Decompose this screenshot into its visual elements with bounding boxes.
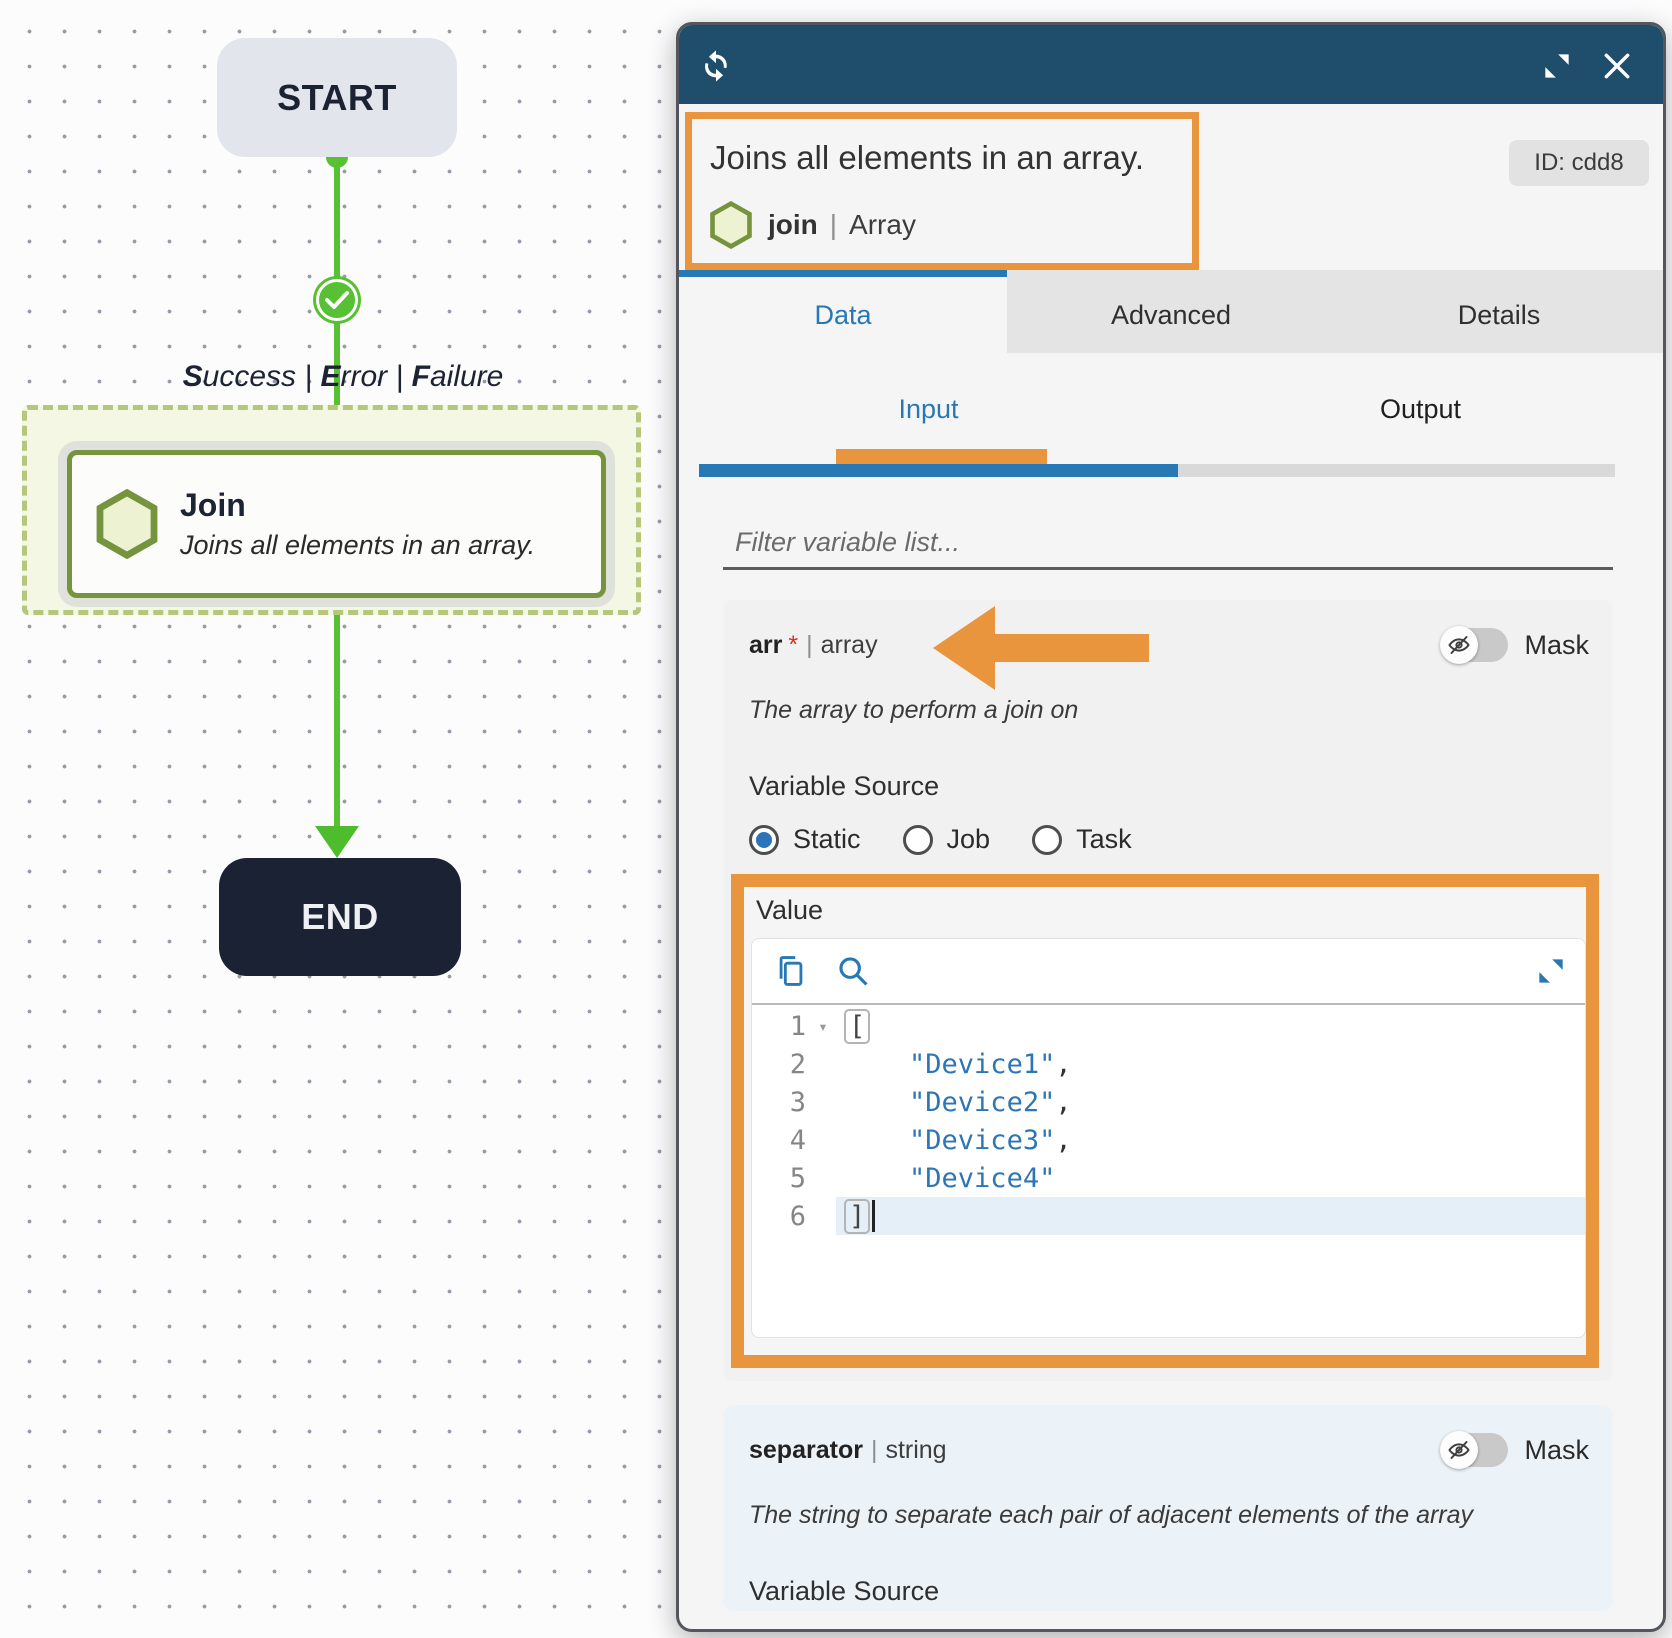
task-divider: | bbox=[830, 209, 837, 241]
hexagon-icon bbox=[710, 201, 752, 249]
output-tab-indicator-track bbox=[1178, 464, 1615, 477]
expand-editor-icon[interactable] bbox=[1537, 957, 1565, 985]
close-icon[interactable] bbox=[1601, 50, 1633, 82]
join-node-subtitle: Joins all elements in an array. bbox=[180, 530, 535, 561]
filter-field bbox=[723, 517, 1613, 570]
line-number: 1 bbox=[752, 1011, 810, 1042]
variable-source-options: Static Job Task bbox=[723, 802, 1613, 855]
line-content[interactable]: [ bbox=[836, 1007, 1585, 1045]
annotation-arrow-icon bbox=[933, 606, 995, 690]
radio-job[interactable]: Job bbox=[903, 824, 991, 855]
start-node[interactable]: START bbox=[217, 38, 457, 157]
eye-off-icon bbox=[1447, 1438, 1471, 1462]
search-icon[interactable] bbox=[836, 954, 870, 988]
field-name: arr bbox=[749, 631, 782, 660]
value-label: Value bbox=[756, 895, 823, 926]
mask-label: Mask bbox=[1524, 1435, 1589, 1466]
line-content[interactable]: ] bbox=[836, 1197, 1585, 1235]
task-name: join bbox=[768, 209, 818, 241]
eye-off-icon bbox=[1447, 633, 1471, 657]
input-tab-active-indicator bbox=[699, 464, 1178, 477]
start-node-label: START bbox=[277, 77, 397, 119]
panel-title: Joins all elements in an array. bbox=[710, 139, 1174, 177]
json-code-editor[interactable]: 1▾[2 "Device1",3 "Device2",4 "Device3",5… bbox=[751, 938, 1586, 1338]
radio-static[interactable]: Static bbox=[749, 824, 861, 855]
code-line[interactable]: 2 "Device1", bbox=[752, 1045, 1585, 1083]
variable-source-label: Variable Source bbox=[723, 1530, 1613, 1607]
field-card-separator: separator | string Mask bbox=[723, 1405, 1613, 1611]
field-type: array bbox=[821, 631, 878, 660]
subtab-input[interactable]: Input bbox=[679, 369, 1178, 449]
editor-toolbar bbox=[752, 939, 1585, 1005]
code-line[interactable]: 6] bbox=[752, 1197, 1585, 1235]
end-node-label: END bbox=[301, 896, 379, 938]
variable-source-label: Variable Source bbox=[723, 725, 1613, 802]
input-tab-annotation-bar bbox=[836, 449, 1047, 464]
line-content[interactable]: "Device1", bbox=[836, 1045, 1585, 1083]
mask-toggle[interactable] bbox=[1442, 628, 1508, 662]
line-number: 6 bbox=[752, 1201, 810, 1232]
value-annotation-box: Value bbox=[731, 874, 1599, 1368]
tab-advanced[interactable]: Advanced bbox=[1007, 270, 1335, 353]
radio-task[interactable]: Task bbox=[1032, 824, 1132, 855]
annotation-arrow-shaft bbox=[995, 634, 1149, 662]
end-node[interactable]: END bbox=[219, 858, 461, 976]
transition-success-icon[interactable] bbox=[313, 276, 361, 324]
join-node[interactable]: Join Joins all elements in an array. bbox=[67, 450, 606, 598]
hexagon-icon bbox=[96, 489, 158, 559]
required-asterisk: * bbox=[788, 631, 798, 660]
task-id-badge: ID: cdd8 bbox=[1509, 140, 1649, 186]
join-node-title: Join bbox=[180, 487, 535, 524]
filter-variable-input[interactable] bbox=[723, 517, 1613, 567]
panel-header bbox=[679, 25, 1663, 104]
fold-caret-icon[interactable]: ▾ bbox=[810, 1017, 836, 1036]
code-line[interactable]: 5 "Device4" bbox=[752, 1159, 1585, 1197]
refresh-icon[interactable] bbox=[699, 49, 733, 83]
line-number: 2 bbox=[752, 1049, 810, 1080]
line-number: 3 bbox=[752, 1087, 810, 1118]
code-line[interactable]: 4 "Device3", bbox=[752, 1121, 1585, 1159]
task-category: Array bbox=[849, 209, 916, 241]
arrowhead-into-end bbox=[315, 826, 359, 858]
task-title-annotation-box: Joins all elements in an array. join | A… bbox=[685, 112, 1199, 270]
field-type: string bbox=[885, 1436, 946, 1465]
field-description: The string to separate each pair of adja… bbox=[723, 1467, 1613, 1530]
code-line[interactable]: 3 "Device2", bbox=[752, 1083, 1585, 1121]
panel-tabs: Data Advanced Details bbox=[679, 270, 1663, 353]
field-name: separator bbox=[749, 1436, 863, 1465]
task-detail-panel: Joins all elements in an array. join | A… bbox=[676, 22, 1666, 1632]
line-number: 4 bbox=[752, 1125, 810, 1156]
code-line[interactable]: 1▾[ bbox=[752, 1007, 1585, 1045]
code-lines[interactable]: 1▾[2 "Device1",3 "Device2",4 "Device3",5… bbox=[752, 1007, 1585, 1235]
subtab-output[interactable]: Output bbox=[1178, 369, 1663, 449]
line-number: 5 bbox=[752, 1163, 810, 1194]
tab-data[interactable]: Data bbox=[679, 270, 1007, 353]
tab-details[interactable]: Details bbox=[1335, 270, 1663, 353]
line-content[interactable]: "Device4" bbox=[836, 1159, 1585, 1197]
transition-label: Success | Error | Failure bbox=[143, 360, 543, 394]
edge-join-to-end bbox=[334, 598, 340, 830]
line-content[interactable]: "Device3", bbox=[836, 1121, 1585, 1159]
expand-panel-icon[interactable] bbox=[1543, 52, 1571, 80]
text-cursor bbox=[872, 1200, 875, 1232]
mask-toggle[interactable] bbox=[1442, 1433, 1508, 1467]
copy-icon[interactable] bbox=[774, 954, 808, 988]
mask-label: Mask bbox=[1524, 630, 1589, 661]
data-subtabs: Input Output bbox=[679, 369, 1663, 449]
line-content[interactable]: "Device2", bbox=[836, 1083, 1585, 1121]
field-description: The array to perform a join on bbox=[723, 662, 1613, 725]
